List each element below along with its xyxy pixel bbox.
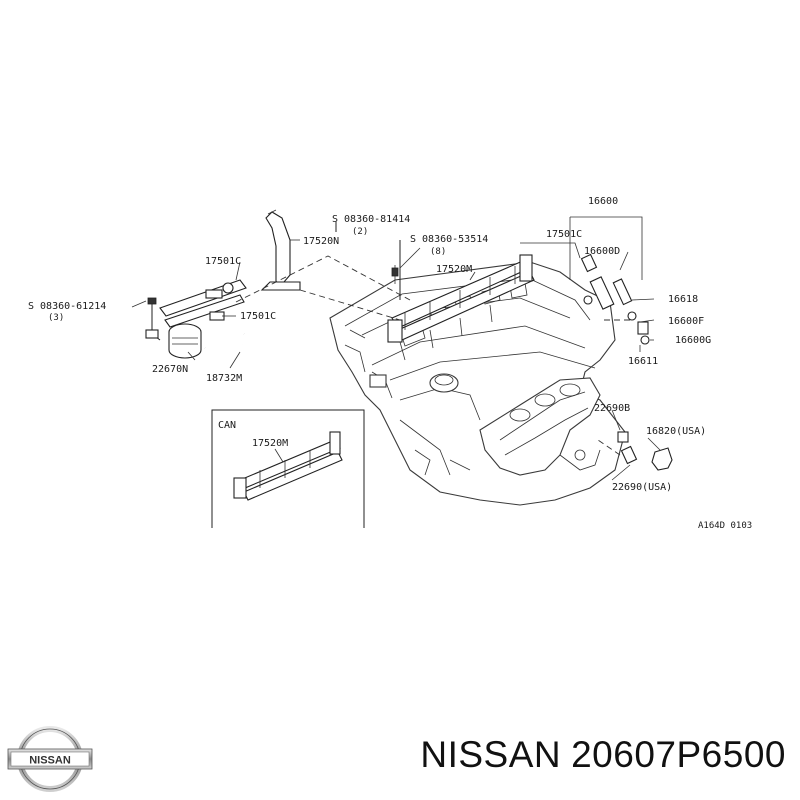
- fuel-hose: [204, 333, 247, 356]
- label-08360-81414: S 08360-81414: [332, 214, 410, 225]
- exploded-parts-diagram: 17520N S 08360-81414 (2) S 08360-53514 (…: [28, 196, 752, 531]
- label-16600f: 16600F: [668, 316, 704, 327]
- brand-name: NISSAN: [420, 734, 562, 775]
- label-16600g: 16600G: [675, 335, 711, 346]
- label-22690-usa: 22690(USA): [612, 482, 672, 493]
- injector-stack: [580, 253, 650, 345]
- fuel-rail-main: [387, 254, 535, 361]
- label-08360-61214-qty: (3): [48, 313, 64, 323]
- label-22690b: 22690B: [594, 403, 630, 414]
- nissan-logo-icon: NISSAN: [7, 726, 93, 792]
- label-08360-53514-qty: (8): [430, 247, 446, 257]
- drawing-code: A164D 0103: [698, 521, 752, 531]
- label-18732m: 18732M: [206, 373, 242, 384]
- label-22670n: 22670N: [152, 364, 188, 375]
- label-08360-53514: S 08360-53514: [410, 234, 488, 245]
- label-16618: 16618: [668, 294, 698, 305]
- label-17501c-lower: 17501C: [240, 311, 276, 322]
- label-17520n: 17520N: [303, 236, 339, 247]
- label-17520m: 17520M: [436, 264, 472, 275]
- sensor-parts: [617, 431, 673, 471]
- leader-lines: [131, 216, 661, 481]
- label-16600: 16600: [588, 196, 618, 207]
- part-number: 20607P6500: [571, 734, 786, 775]
- label-08360-81414-qty: (2): [352, 227, 368, 237]
- left-fuel-line: [145, 279, 247, 341]
- label-can: CAN: [218, 420, 236, 431]
- breather-pipe: [260, 209, 301, 291]
- label-16611: 16611: [628, 356, 658, 367]
- label-08360-61214: S 08360-61214: [28, 301, 106, 312]
- label-16820-usa: 16820(USA): [646, 426, 706, 437]
- can-variant-box: [211, 409, 365, 528]
- callout-labels: 17520N S 08360-81414 (2) S 08360-53514 (…: [28, 196, 752, 531]
- logo-text: NISSAN: [29, 755, 71, 767]
- label-can-17520m: 17520M: [252, 438, 288, 449]
- fuel-filter: [168, 323, 202, 359]
- label-17501c-right: 17501C: [546, 229, 582, 240]
- label-17501c-left: 17501C: [205, 256, 241, 267]
- label-16600d: 16600D: [584, 246, 620, 257]
